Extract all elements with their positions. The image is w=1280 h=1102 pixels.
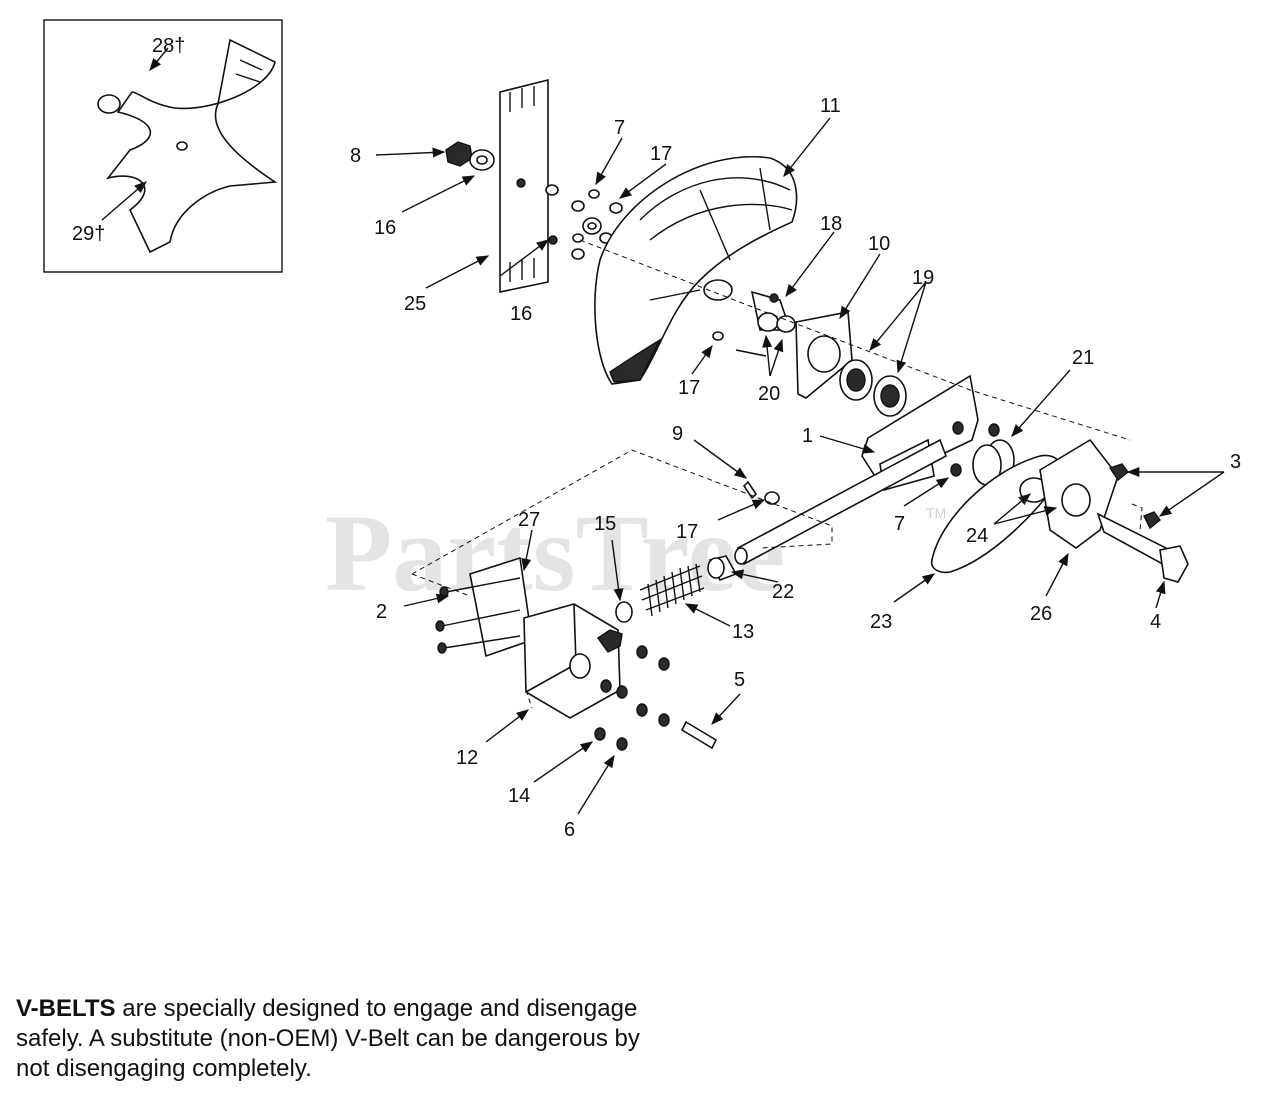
callout-label: 12 bbox=[456, 747, 478, 769]
callout-label: 4 bbox=[1150, 611, 1161, 633]
callout-label: 26 bbox=[1030, 603, 1052, 625]
spring bbox=[639, 563, 705, 617]
callout-label: 8 bbox=[350, 145, 361, 167]
frame-plate bbox=[861, 374, 979, 486]
mount-bracket bbox=[469, 556, 533, 658]
callout-label: 9 bbox=[672, 423, 683, 445]
tine-blade-shape bbox=[105, 38, 278, 254]
callout-label: 22 bbox=[772, 581, 794, 603]
watermark-text: PartsTree bbox=[325, 492, 785, 614]
callout-label: 3 bbox=[1230, 451, 1241, 473]
axle-bolt bbox=[1096, 512, 1172, 570]
callout-label: 13 bbox=[732, 621, 754, 643]
leader-lines bbox=[375, 117, 1225, 815]
inset-panel: 28† 29† bbox=[43, 19, 283, 273]
callout-label: 17 bbox=[678, 377, 700, 399]
callout-label: 2 bbox=[376, 601, 387, 623]
callout-label: 29† bbox=[72, 223, 105, 245]
note-bold-label: V-BELTS bbox=[16, 995, 116, 1022]
callout-label: 1 bbox=[802, 425, 813, 447]
callout-label: 27 bbox=[518, 509, 540, 531]
callout-label: 23 bbox=[870, 611, 892, 633]
callout-label: 25 bbox=[404, 293, 426, 315]
callout-label: 7 bbox=[894, 513, 905, 535]
inset-washer bbox=[97, 94, 121, 114]
callout-label: 21 bbox=[1072, 347, 1094, 369]
callout-label: 16 bbox=[510, 303, 532, 325]
callout-label: 6 bbox=[564, 819, 575, 841]
callout-label: 16 bbox=[374, 217, 396, 239]
note-text: are specially designed to engage and dis… bbox=[16, 995, 640, 1082]
callout-labels: 1 2 3 4 5 6 7 7 8 9 10 11 12 13 14 15 16… bbox=[350, 95, 1241, 841]
callout-label: 18 bbox=[820, 213, 842, 235]
callout-label: 7 bbox=[614, 117, 625, 139]
v-belt-note: V-BELTS are specially designed to engage… bbox=[16, 994, 656, 1084]
tine-shield bbox=[594, 156, 798, 385]
callout-label: 19 bbox=[912, 267, 934, 289]
callout-label: 17 bbox=[676, 521, 698, 543]
callout-label: 11 bbox=[820, 95, 841, 117]
callout-label: 24 bbox=[966, 525, 988, 547]
callout-label: 20 bbox=[758, 383, 780, 405]
callout-label: 5 bbox=[734, 669, 745, 691]
callout-label: 14 bbox=[508, 785, 530, 807]
washer-group bbox=[516, 178, 623, 260]
callout-label: 10 bbox=[868, 233, 890, 255]
callout-label: 17 bbox=[650, 143, 672, 165]
callout-label: 28† bbox=[152, 35, 185, 57]
watermark-trademark: TM bbox=[926, 505, 946, 521]
callout-label: 15 bbox=[594, 513, 616, 535]
hex-nut bbox=[445, 141, 473, 167]
